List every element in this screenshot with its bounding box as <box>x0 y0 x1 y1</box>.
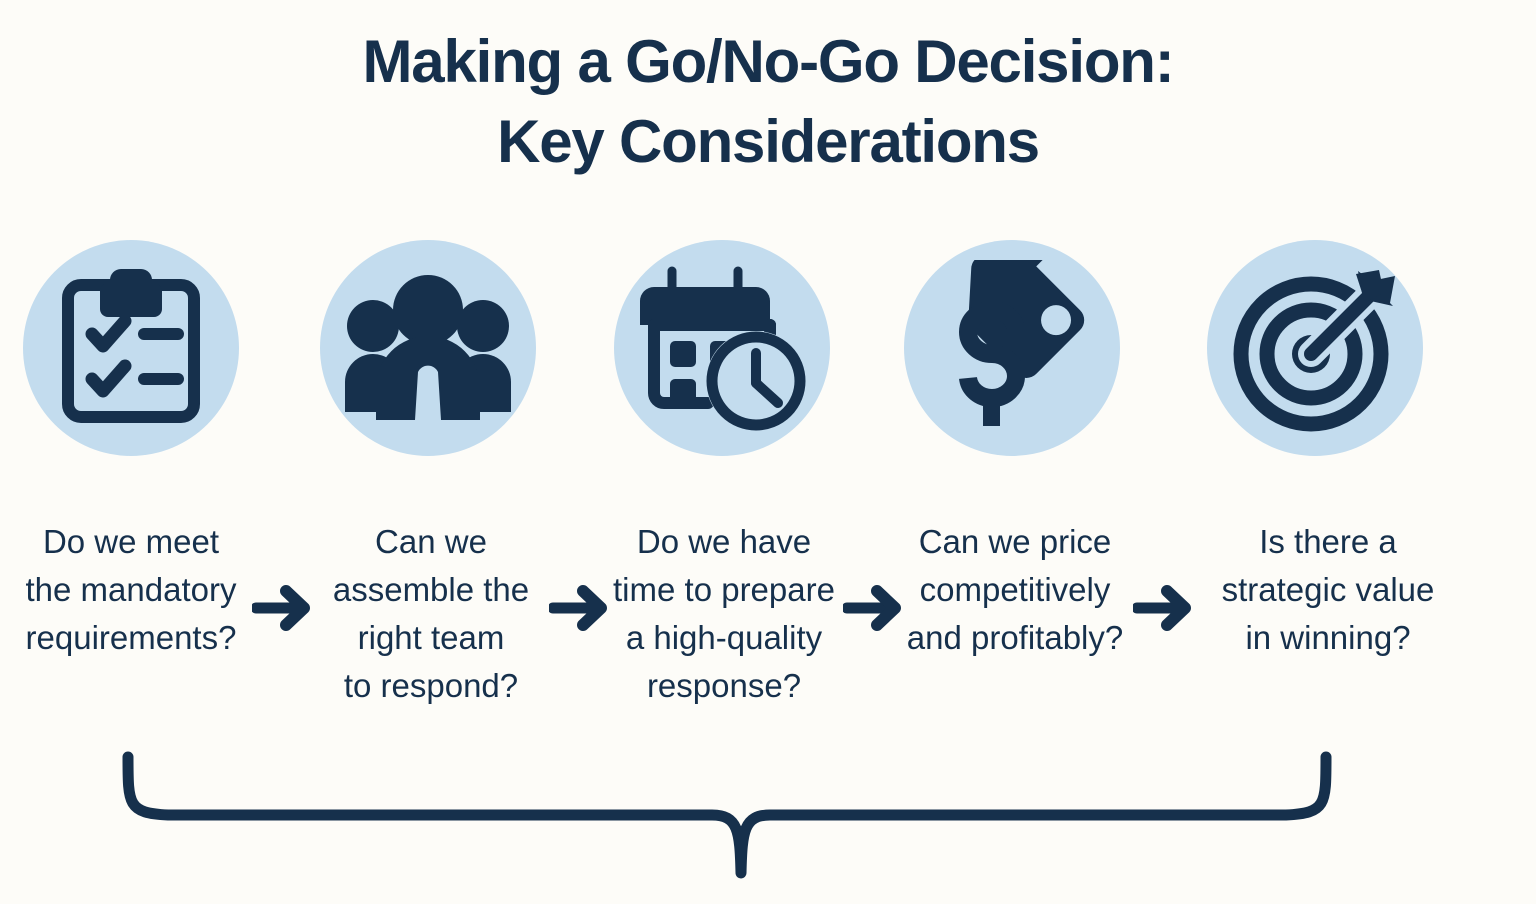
step-4[interactable] <box>889 238 1135 484</box>
step-2-caption: Can we assemble the right team to respon… <box>300 518 562 710</box>
caption-line: competitively <box>919 571 1111 608</box>
page-title: Making a Go/No-Go Decision: Key Consider… <box>0 22 1536 182</box>
caption-line: right team <box>357 619 505 656</box>
arrow-right-icon-4 <box>1131 578 1197 638</box>
caption-line: Do we have <box>636 523 812 560</box>
caption-line: Is there a <box>1259 523 1397 560</box>
caption-line: a high-quality <box>625 619 823 656</box>
step-1-caption: Do we meet the mandatory requirements? <box>0 518 262 662</box>
target-arrow-icon <box>1207 240 1423 456</box>
caption-line: response? <box>646 667 802 704</box>
caption-line: Can we price <box>918 523 1112 560</box>
caption-line: Can we <box>375 523 487 560</box>
step-5[interactable] <box>1192 238 1438 484</box>
step-3[interactable] <box>599 238 845 484</box>
caption-line: strategic value <box>1221 571 1435 608</box>
captions-row: Do we meet the mandatory requirements? C… <box>0 518 1536 718</box>
title-line-1: Making a Go/No-Go Decision: <box>362 28 1175 95</box>
caption-line: Do we meet <box>42 523 220 560</box>
arrow-right-icon-2 <box>547 578 613 638</box>
arrow-right-icon-3 <box>841 578 907 638</box>
caption-line: time to prepare <box>613 571 835 608</box>
arrow-right-icon-1 <box>250 578 316 638</box>
step-5-caption: Is there a strategic value in winning? <box>1188 518 1468 662</box>
caption-line: in winning? <box>1245 619 1411 656</box>
caption-line: to respond? <box>343 667 519 704</box>
price-tag-dollar-icon <box>904 240 1120 456</box>
step-2[interactable] <box>305 238 551 484</box>
caption-line: the mandatory <box>25 571 237 608</box>
step-4-caption: Can we price competitively and profitabl… <box>881 518 1149 662</box>
caption-line: assemble the <box>332 571 530 608</box>
caption-line: and profitably? <box>906 619 1124 656</box>
caption-line: requirements? <box>25 619 237 656</box>
step-1[interactable] <box>8 238 254 484</box>
curly-brace-down-icon <box>0 735 1536 899</box>
clipboard-checklist-icon <box>23 240 239 456</box>
title-line-2: Key Considerations <box>497 108 1040 175</box>
step-3-caption: Do we have time to prepare a high-qualit… <box>585 518 863 710</box>
team-people-icon <box>320 240 536 456</box>
steps-row <box>0 238 1536 631</box>
calendar-clock-icon <box>614 240 830 456</box>
